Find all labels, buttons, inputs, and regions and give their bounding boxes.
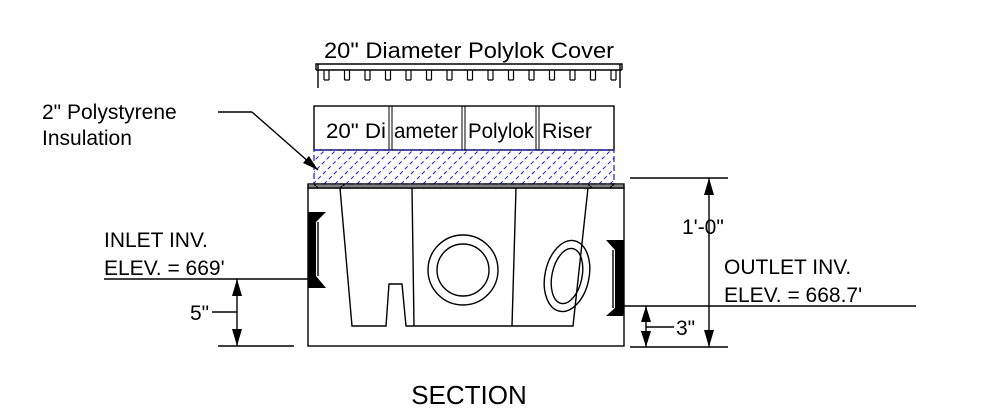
hatch-line xyxy=(643,150,677,184)
outlet-label-line1: OUTLET INV. xyxy=(724,256,851,279)
hatch-line xyxy=(565,150,601,184)
riser-label-part3: Polylok xyxy=(468,120,534,143)
hatch-line xyxy=(378,150,414,184)
hatch-line xyxy=(400,150,436,184)
hatch-line xyxy=(314,150,348,184)
hatch-line xyxy=(488,150,524,184)
hatch-line xyxy=(521,150,557,184)
hatch-line xyxy=(499,150,535,184)
hatch-line xyxy=(543,150,579,184)
hatch-line xyxy=(632,150,666,184)
cover-rib xyxy=(589,70,597,81)
cover-rib xyxy=(466,70,474,81)
hatch-line xyxy=(345,150,381,184)
hatch-line xyxy=(598,168,614,184)
hatch-line xyxy=(314,150,326,162)
inlet-dimension xyxy=(212,279,294,347)
cover-rib xyxy=(405,70,412,81)
cover-rib xyxy=(569,70,576,81)
cover-rib xyxy=(487,70,494,81)
insulation-label-line2: Insulation xyxy=(42,127,132,150)
cover-rib xyxy=(384,70,392,81)
hatch-line xyxy=(532,150,568,184)
cover-rib xyxy=(507,70,515,81)
outlet-label-line2: ELEV. = 668.7' xyxy=(724,284,862,307)
inlet-dimension-label: 5" xyxy=(190,302,209,325)
hatch-line xyxy=(422,150,458,184)
outlet-dimension-label: 3" xyxy=(676,317,695,340)
hatch-line xyxy=(455,150,491,184)
insulation-label-line1: 2" Polystyrene xyxy=(42,101,177,124)
tank-body xyxy=(307,187,625,347)
hatch-line xyxy=(389,150,425,184)
cover-rib xyxy=(425,70,433,81)
hatch-line xyxy=(334,150,370,184)
hatch-line xyxy=(314,150,315,151)
hatch-line xyxy=(466,150,502,184)
section-title: SECTION xyxy=(411,380,527,410)
cover-rib xyxy=(528,70,535,81)
riser-label-part1: 20" Di xyxy=(326,120,386,143)
polylok-cover xyxy=(315,63,623,88)
hatch-line xyxy=(621,150,655,184)
hatch-line xyxy=(433,150,469,184)
hatch-line xyxy=(444,150,480,184)
hatch-line xyxy=(367,150,403,184)
insulation-hatch xyxy=(314,150,677,184)
cover-ribs xyxy=(323,70,617,81)
cover-rib xyxy=(446,70,453,81)
hatch-line xyxy=(323,150,359,184)
hatch-line xyxy=(314,150,337,173)
height-dimension-label: 1'-0" xyxy=(682,216,724,239)
cover-rib xyxy=(343,70,351,81)
inlet-label-line1: INLET INV. xyxy=(104,229,208,252)
inlet-seal xyxy=(308,212,326,288)
outlet-dimension xyxy=(641,306,674,347)
hatch-line xyxy=(510,150,546,184)
hatch-line xyxy=(411,150,447,184)
hatch-line xyxy=(477,150,513,184)
inlet-label-line2: ELEV. = 669' xyxy=(104,257,225,280)
insulation-leader xyxy=(218,111,319,171)
riser-label-part4: Riser xyxy=(542,120,592,143)
hatch-line xyxy=(554,150,590,184)
cover-rib xyxy=(548,70,556,81)
cover-label: 20" Diameter Polylok Cover xyxy=(324,38,614,63)
polystyrene-insulation xyxy=(313,149,677,185)
cover-rib xyxy=(610,70,617,81)
outlet-seal xyxy=(606,240,624,316)
hatch-line xyxy=(587,157,614,184)
cover-rib xyxy=(364,70,371,81)
hatch-line xyxy=(356,150,392,184)
cover-rib xyxy=(323,70,330,81)
riser-label-part2: ameter xyxy=(394,120,458,143)
hatch-line xyxy=(609,179,614,184)
hatch-line xyxy=(576,150,612,184)
